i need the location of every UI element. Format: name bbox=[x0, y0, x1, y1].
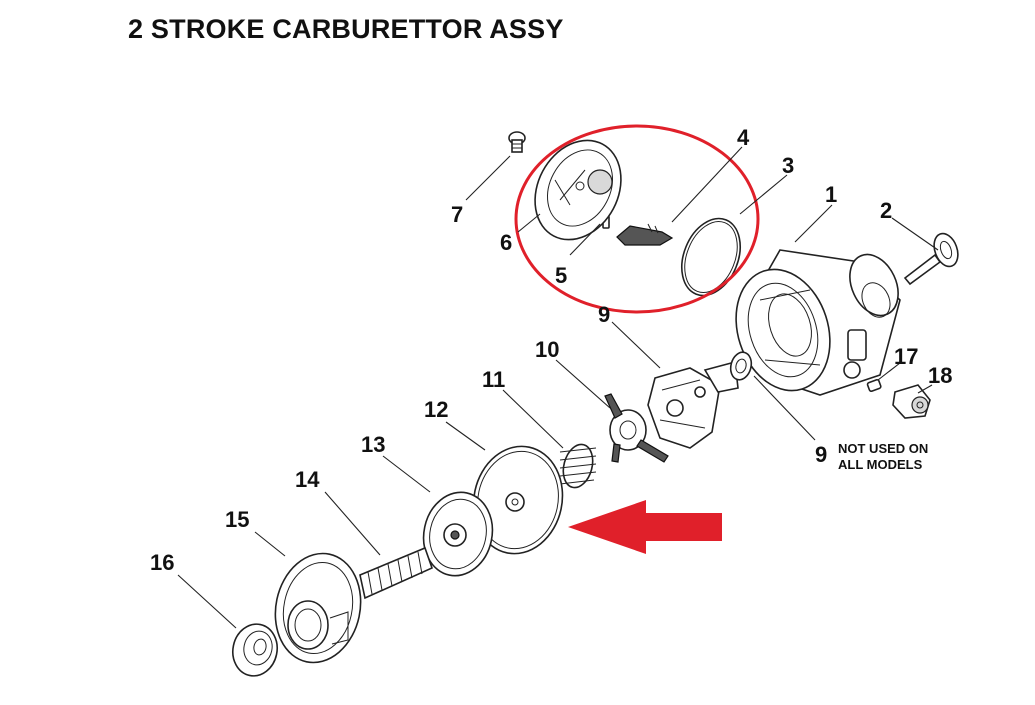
callout-3: 3 bbox=[782, 153, 794, 178]
leader-lines bbox=[177, 146, 939, 629]
callout-14: 14 bbox=[295, 467, 320, 492]
note-line-1: NOT USED ON bbox=[838, 441, 928, 456]
callout-6: 6 bbox=[500, 230, 512, 255]
part-14-spring bbox=[359, 546, 433, 600]
callout-labels: 1 2 3 4 5 6 7 9 9 10 11 12 13 14 15 16 1… bbox=[150, 125, 952, 575]
callout-4: 4 bbox=[737, 125, 750, 150]
part-3-o-ring-inner bbox=[684, 221, 738, 293]
part-6-cover bbox=[534, 139, 622, 241]
part-9-pump-body bbox=[647, 360, 739, 449]
callout-15: 15 bbox=[225, 507, 249, 532]
part-13-plate bbox=[422, 491, 494, 577]
callout-7: 7 bbox=[451, 202, 463, 227]
part-1-carburettor-body bbox=[735, 249, 901, 396]
part-3-o-ring bbox=[681, 217, 741, 297]
part-9-washer bbox=[729, 351, 753, 381]
part-18-fitting bbox=[892, 384, 931, 419]
note-line-2: ALL MODELS bbox=[838, 457, 923, 472]
highlight-circle bbox=[514, 124, 760, 314]
callout-2: 2 bbox=[880, 198, 892, 223]
callout-9-lower: 9 bbox=[815, 442, 827, 467]
callout-13: 13 bbox=[361, 432, 385, 457]
part-10-lever bbox=[604, 393, 669, 463]
callout-18: 18 bbox=[928, 363, 952, 388]
diagram-title: 2 STROKE CARBURETTOR ASSY bbox=[128, 14, 564, 44]
callout-9-upper: 9 bbox=[598, 302, 610, 327]
part-2-needle bbox=[903, 232, 959, 286]
callout-16: 16 bbox=[150, 550, 174, 575]
part-7-screw bbox=[508, 131, 526, 153]
red-arrow-pointer bbox=[568, 500, 722, 554]
part-11-spring bbox=[559, 443, 597, 489]
part-4-lever bbox=[616, 223, 674, 246]
part-12-diaphragm bbox=[472, 445, 564, 555]
callout-10: 10 bbox=[535, 337, 559, 362]
part-17-jet bbox=[866, 378, 882, 392]
part-9-washer-hole bbox=[735, 358, 747, 374]
callout-11: 11 bbox=[482, 367, 505, 392]
part-16-cap bbox=[232, 623, 278, 677]
part-15-housing bbox=[274, 552, 362, 664]
callout-12: 12 bbox=[424, 397, 448, 422]
callout-5: 5 bbox=[555, 263, 567, 288]
callout-1: 1 bbox=[825, 182, 837, 207]
callout-17: 17 bbox=[894, 344, 918, 369]
